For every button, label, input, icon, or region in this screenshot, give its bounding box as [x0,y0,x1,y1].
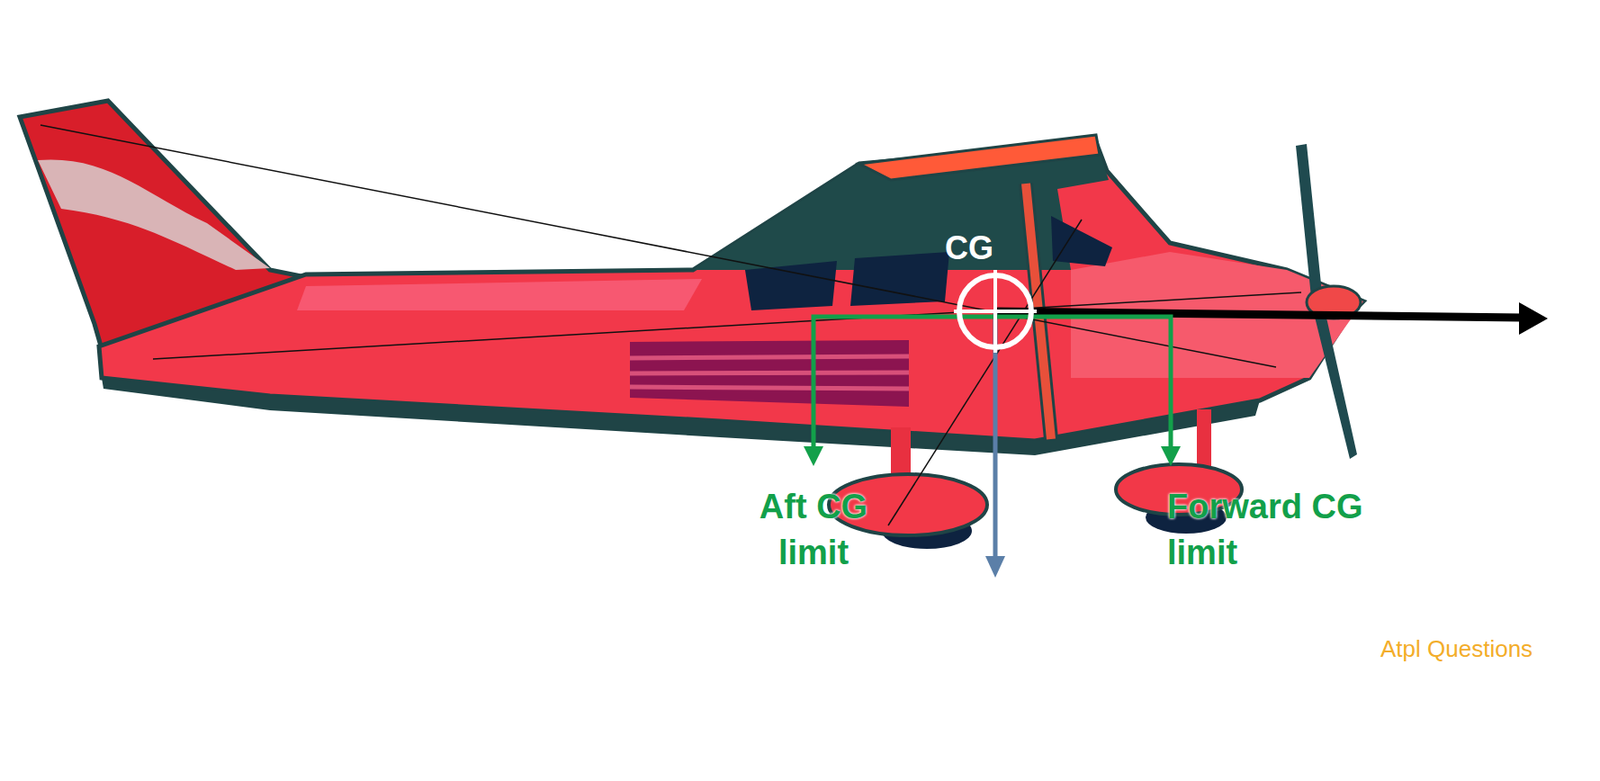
reference-line [40,125,1277,368]
cg-range-bracket [813,316,1171,449]
cg-label: CG [926,232,1012,265]
fuselage-highlight [296,278,702,311]
tail-swoosh [37,159,270,270]
arrowhead [1160,446,1181,467]
reference-line [888,219,1082,526]
rear-window [745,260,837,311]
side-window [850,251,950,306]
watermark: Atpl Questions [1380,635,1579,664]
arrowhead [985,556,1006,578]
band-stripes [629,356,909,389]
cg-crosshair [953,269,1037,353]
limit-label: Aft CG limit [737,484,890,577]
fuselage-band [629,340,909,407]
arrowhead [1519,302,1548,335]
limit-label: Forward CG limit [1167,484,1384,577]
fuselage [98,142,1364,441]
arrowhead [803,446,824,467]
reference-line [152,292,1302,360]
windshield [1051,215,1113,267]
nose-gear-leg [1196,409,1212,468]
wing [859,134,1100,180]
